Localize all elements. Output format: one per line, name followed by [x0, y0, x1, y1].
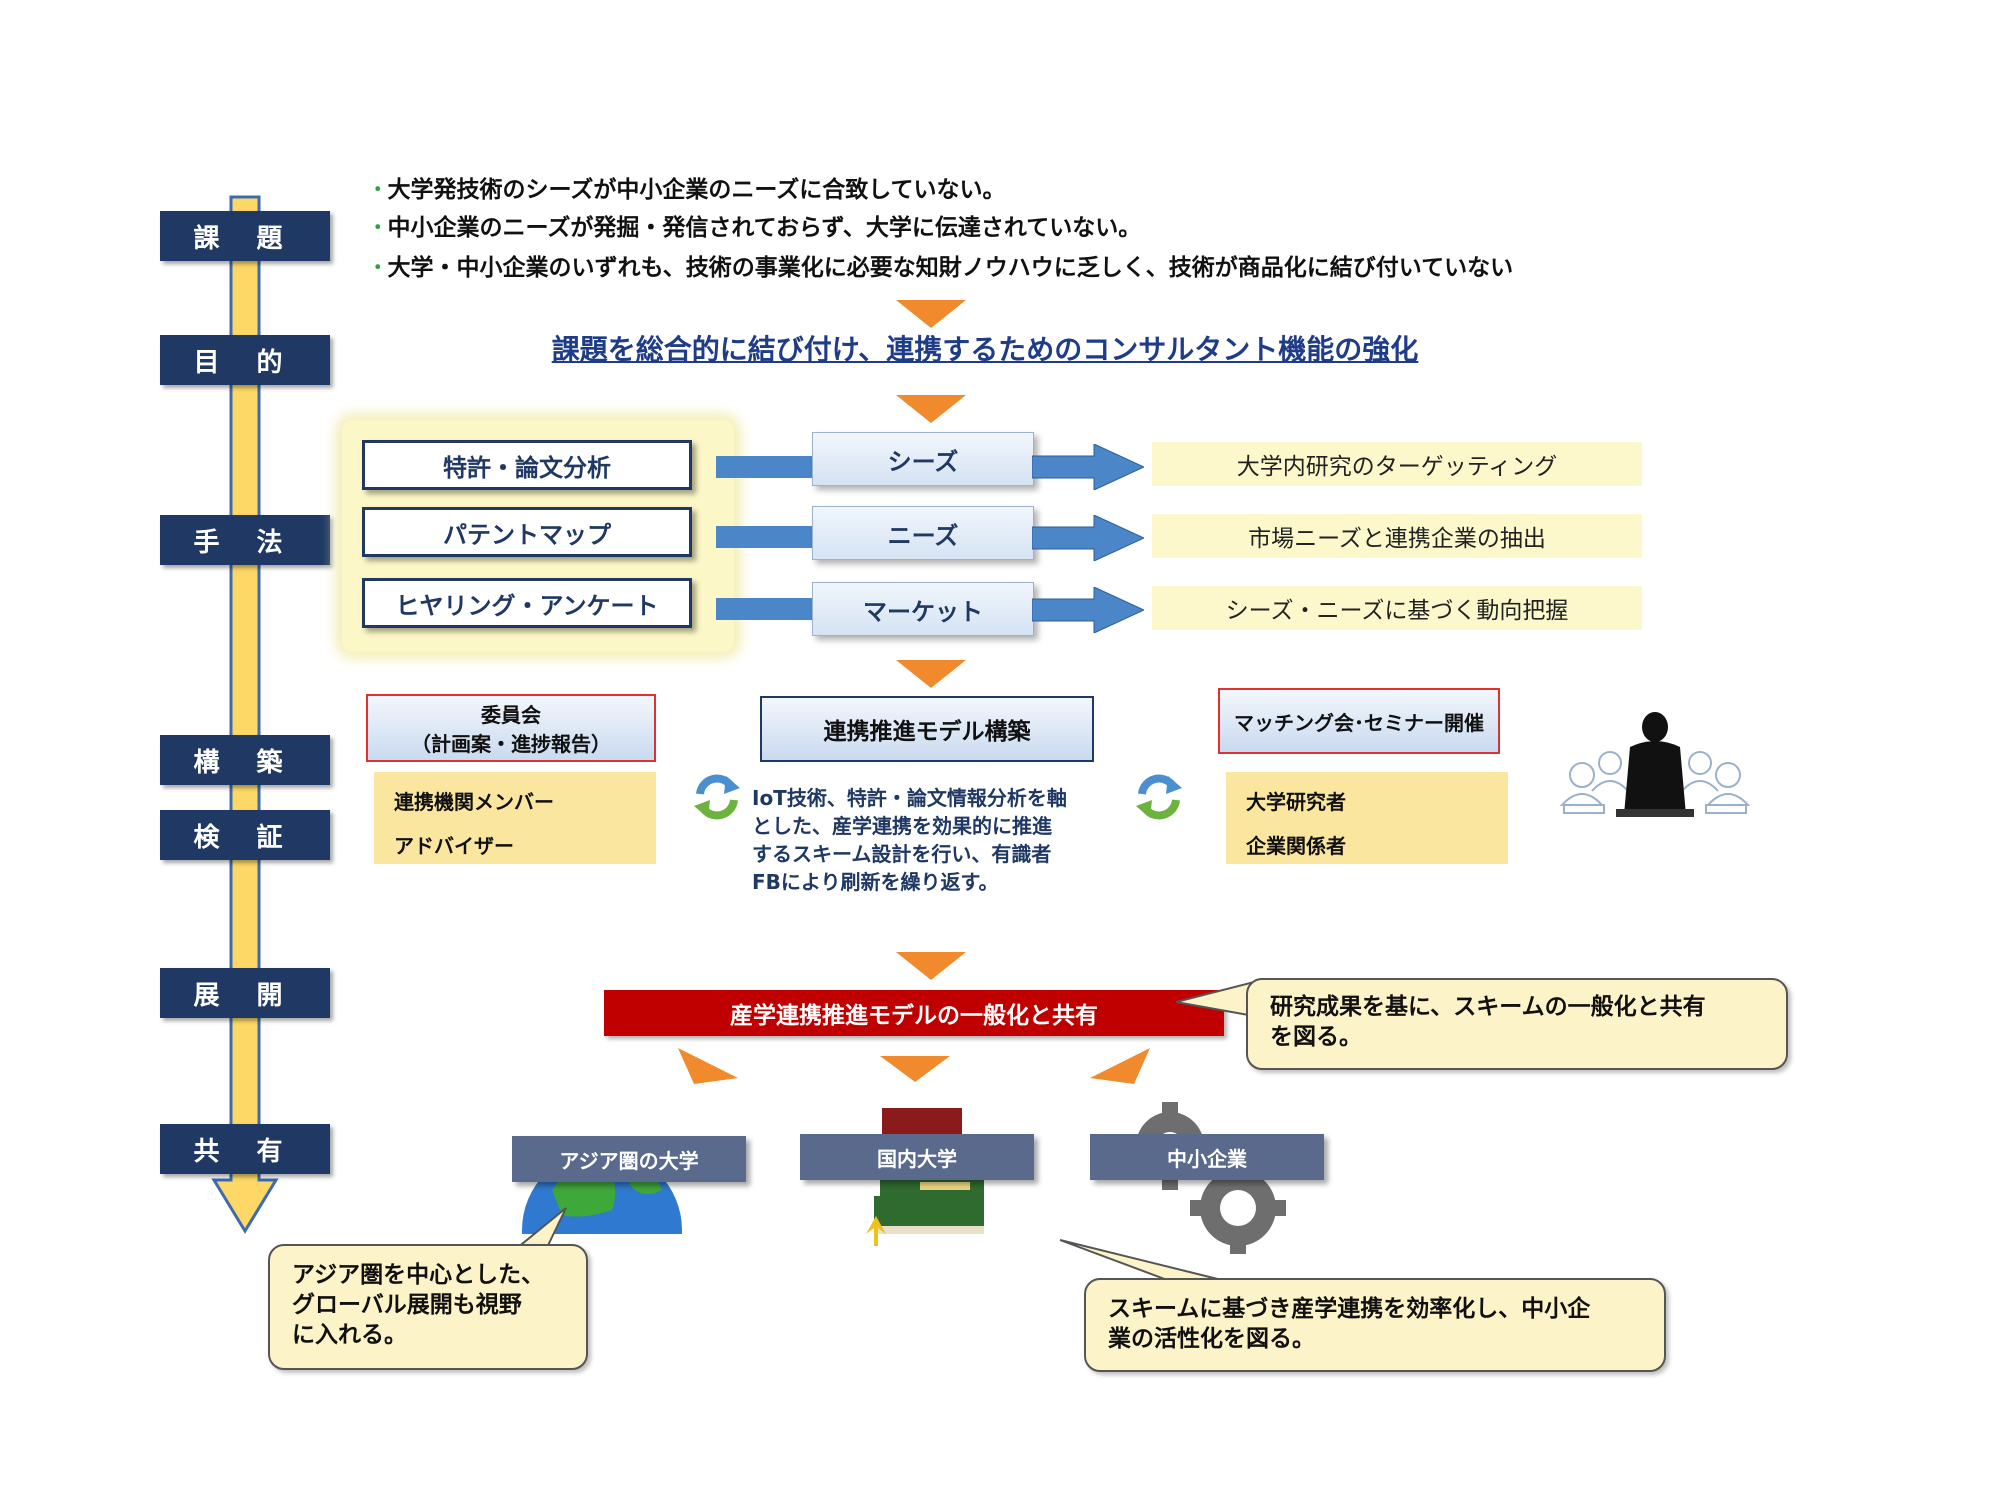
down-arrow-icon — [896, 952, 966, 980]
method-patent-paper-analysis: 特許・論文分析 — [362, 440, 692, 490]
model-description: IoT技術、特許・論文情報分析を軸 とした、産学連携を効果的に推進 するスキーム… — [752, 786, 1067, 894]
asia-callout: アジア圏を中心とした、 グローバル展開も視野 に入れる。 — [268, 1244, 588, 1370]
matching-box: マッチング会･セミナー開催 — [1218, 688, 1500, 754]
cycle-icon — [1136, 774, 1182, 820]
committee-box: 委員会 （計画案・進捗報告） — [366, 694, 656, 762]
member-item: 連携機関メンバー — [394, 790, 554, 814]
stage-verify: 検 証 — [160, 810, 330, 860]
result-needs-extraction: 市場ニーズと連携企業の抽出 — [1152, 514, 1642, 558]
issue-item: ･大学・中小企業のいずれも、技術の事業化に必要な知財ノウハウに乏しく、技術が商品… — [372, 255, 1514, 281]
stage-issue: 課 題 — [160, 211, 330, 261]
share-domestic-universities: 国内大学 — [800, 1134, 1034, 1180]
connector-bar — [716, 526, 816, 548]
spread-arrow-icon — [880, 1056, 950, 1082]
down-arrow-icon — [896, 300, 966, 328]
sme-callout: スキームに基づき産学連携を効率化し、中小企 業の活性化を図る。 — [1084, 1278, 1666, 1372]
result-trend: シーズ・ニーズに基づく動向把握 — [1152, 586, 1642, 630]
issue-item: ･中小企業のニーズが発掘・発信されておらず、大学に伝達されていない。 — [372, 215, 1142, 241]
spread-arrow-icon — [1090, 1048, 1150, 1084]
stage-build: 構 築 — [160, 735, 330, 785]
target-seeds: シーズ — [812, 432, 1034, 486]
connector-bar — [716, 598, 816, 620]
stage-deploy: 展 開 — [160, 968, 330, 1018]
deploy-banner: 産学連携推進モデルの一般化と共有 — [604, 990, 1224, 1036]
purpose-text: 課題を総合的に結び付け、連携するためのコンサルタント機能の強化 — [551, 333, 1419, 366]
member-item: アドバイザー — [394, 834, 514, 858]
participant-item: 大学研究者 — [1246, 790, 1346, 814]
share-asia-universities: アジア圏の大学 — [512, 1136, 746, 1182]
method-patent-map: パテントマップ — [362, 507, 692, 557]
book-icon — [866, 1108, 984, 1246]
share-sme: 中小企業 — [1090, 1134, 1324, 1180]
method-hearing-survey: ヒヤリング・アンケート — [362, 578, 692, 628]
down-arrow-icon — [896, 660, 966, 688]
connector-bar — [716, 456, 816, 478]
right-arrow-icon — [1032, 444, 1144, 490]
seminar-icon — [1559, 712, 1751, 817]
cycle-icon — [694, 774, 740, 820]
down-arrow-icon — [896, 395, 966, 423]
right-arrow-icon — [1032, 515, 1144, 561]
issue-item: ･大学発技術のシーズが中小企業のニーズに合致していない。 — [372, 177, 1006, 203]
stage-method: 手 法 — [160, 515, 330, 565]
result-targeting: 大学内研究のターゲッティング — [1152, 442, 1642, 486]
model-title: 連携推進モデル構築 — [760, 696, 1094, 762]
committee-members: 連携機関メンバー アドバイザー — [374, 772, 656, 864]
spread-arrow-icon — [678, 1048, 738, 1084]
stage-purpose: 目 的 — [160, 335, 330, 385]
stage-share: 共 有 — [160, 1124, 330, 1174]
participant-item: 企業関係者 — [1246, 834, 1346, 858]
callout-pointer — [1176, 980, 1255, 1018]
target-needs: ニーズ — [812, 506, 1034, 560]
right-arrow-icon — [1032, 587, 1144, 633]
matching-participants: 大学研究者 企業関係者 — [1226, 772, 1508, 864]
target-market: マーケット — [812, 582, 1034, 636]
deploy-callout: 研究成果を基に、スキームの一般化と共有 を図る。 — [1246, 978, 1788, 1070]
